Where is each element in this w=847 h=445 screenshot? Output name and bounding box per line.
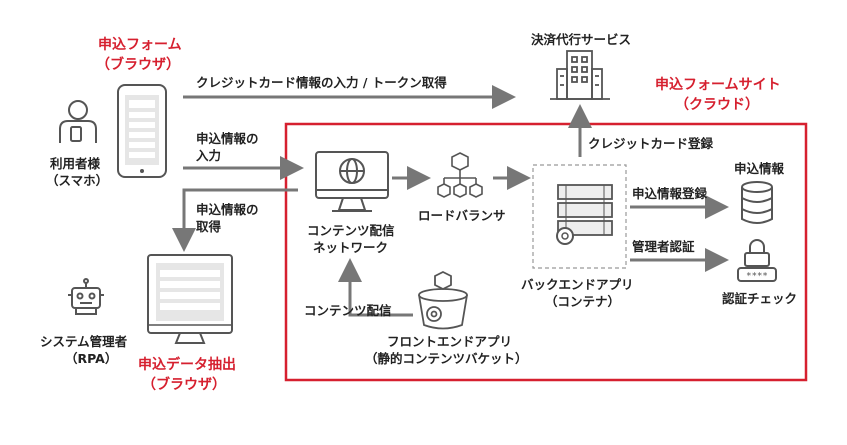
user-sub-label: （スマホ）	[46, 173, 109, 188]
frontend-label: フロントエンドアプリ	[387, 334, 513, 349]
admin-monitor-icon	[147, 254, 233, 344]
content-delivery-label: コンテンツ配信	[304, 303, 392, 318]
credit-input-label: クレジットカード情報の入力 / トークン取得	[196, 75, 447, 90]
auth-check-label: 認証チェック	[722, 291, 798, 306]
user-icon	[59, 100, 97, 143]
cdn-label-2: ネットワーク	[313, 240, 389, 255]
apply-get-label-2: 取得	[196, 219, 222, 234]
apply-input-label: 申込情報の	[196, 131, 259, 146]
frontend-sub-label: （静的コンテンツバケット）	[365, 351, 528, 366]
building-icon	[550, 50, 610, 100]
form-site-sub-label: （クラウド）	[675, 97, 759, 113]
user-label: 利用者様	[50, 156, 101, 171]
cdn-label: コンテンツ配信	[307, 223, 395, 238]
backend-label: バックエンドアプリ	[521, 277, 634, 292]
arrow-content-delivery	[338, 258, 413, 317]
apply-info-label: 申込情報	[734, 161, 785, 176]
form-browser-label: 申込フォーム	[98, 37, 182, 53]
load-balancer-icon	[437, 152, 483, 198]
admin-auth-label: 管理者認証	[632, 239, 695, 254]
robot-icon	[68, 278, 104, 315]
cdn-monitor-icon	[315, 151, 389, 212]
smartphone-icon	[117, 84, 167, 178]
backend-sub-label: （コンテナ）	[545, 294, 621, 309]
backend-container-icon	[532, 164, 627, 269]
form-site-label: 申込フォームサイト	[655, 77, 781, 93]
form-browser-sub-label: （ブラウザ）	[96, 57, 180, 73]
apply-register-label: 申込情報登録	[632, 186, 708, 201]
apply-get-label: 申込情報の	[196, 202, 259, 217]
data-extract-label: 申込データ抽出	[138, 357, 236, 373]
frontend-bucket-icon	[418, 270, 468, 330]
apply-input-label-2: 入力	[196, 148, 222, 163]
data-extract-sub-label: （ブラウザ）	[142, 377, 226, 393]
payment-service-label: 決済代行サービス	[531, 32, 632, 47]
sysadmin-sub-label: （RPA）	[65, 351, 118, 366]
arrow-apply-get	[172, 188, 298, 252]
auth-lock-icon	[737, 239, 777, 282]
database-icon	[741, 181, 773, 224]
cloud-frame	[284, 122, 808, 382]
password-asterisks: ****	[746, 272, 768, 282]
sysadmin-label: システム管理者	[40, 334, 128, 349]
load-balancer-label: ロードバランサ	[418, 208, 506, 223]
credit-register-label: クレジットカード登録	[588, 136, 714, 151]
